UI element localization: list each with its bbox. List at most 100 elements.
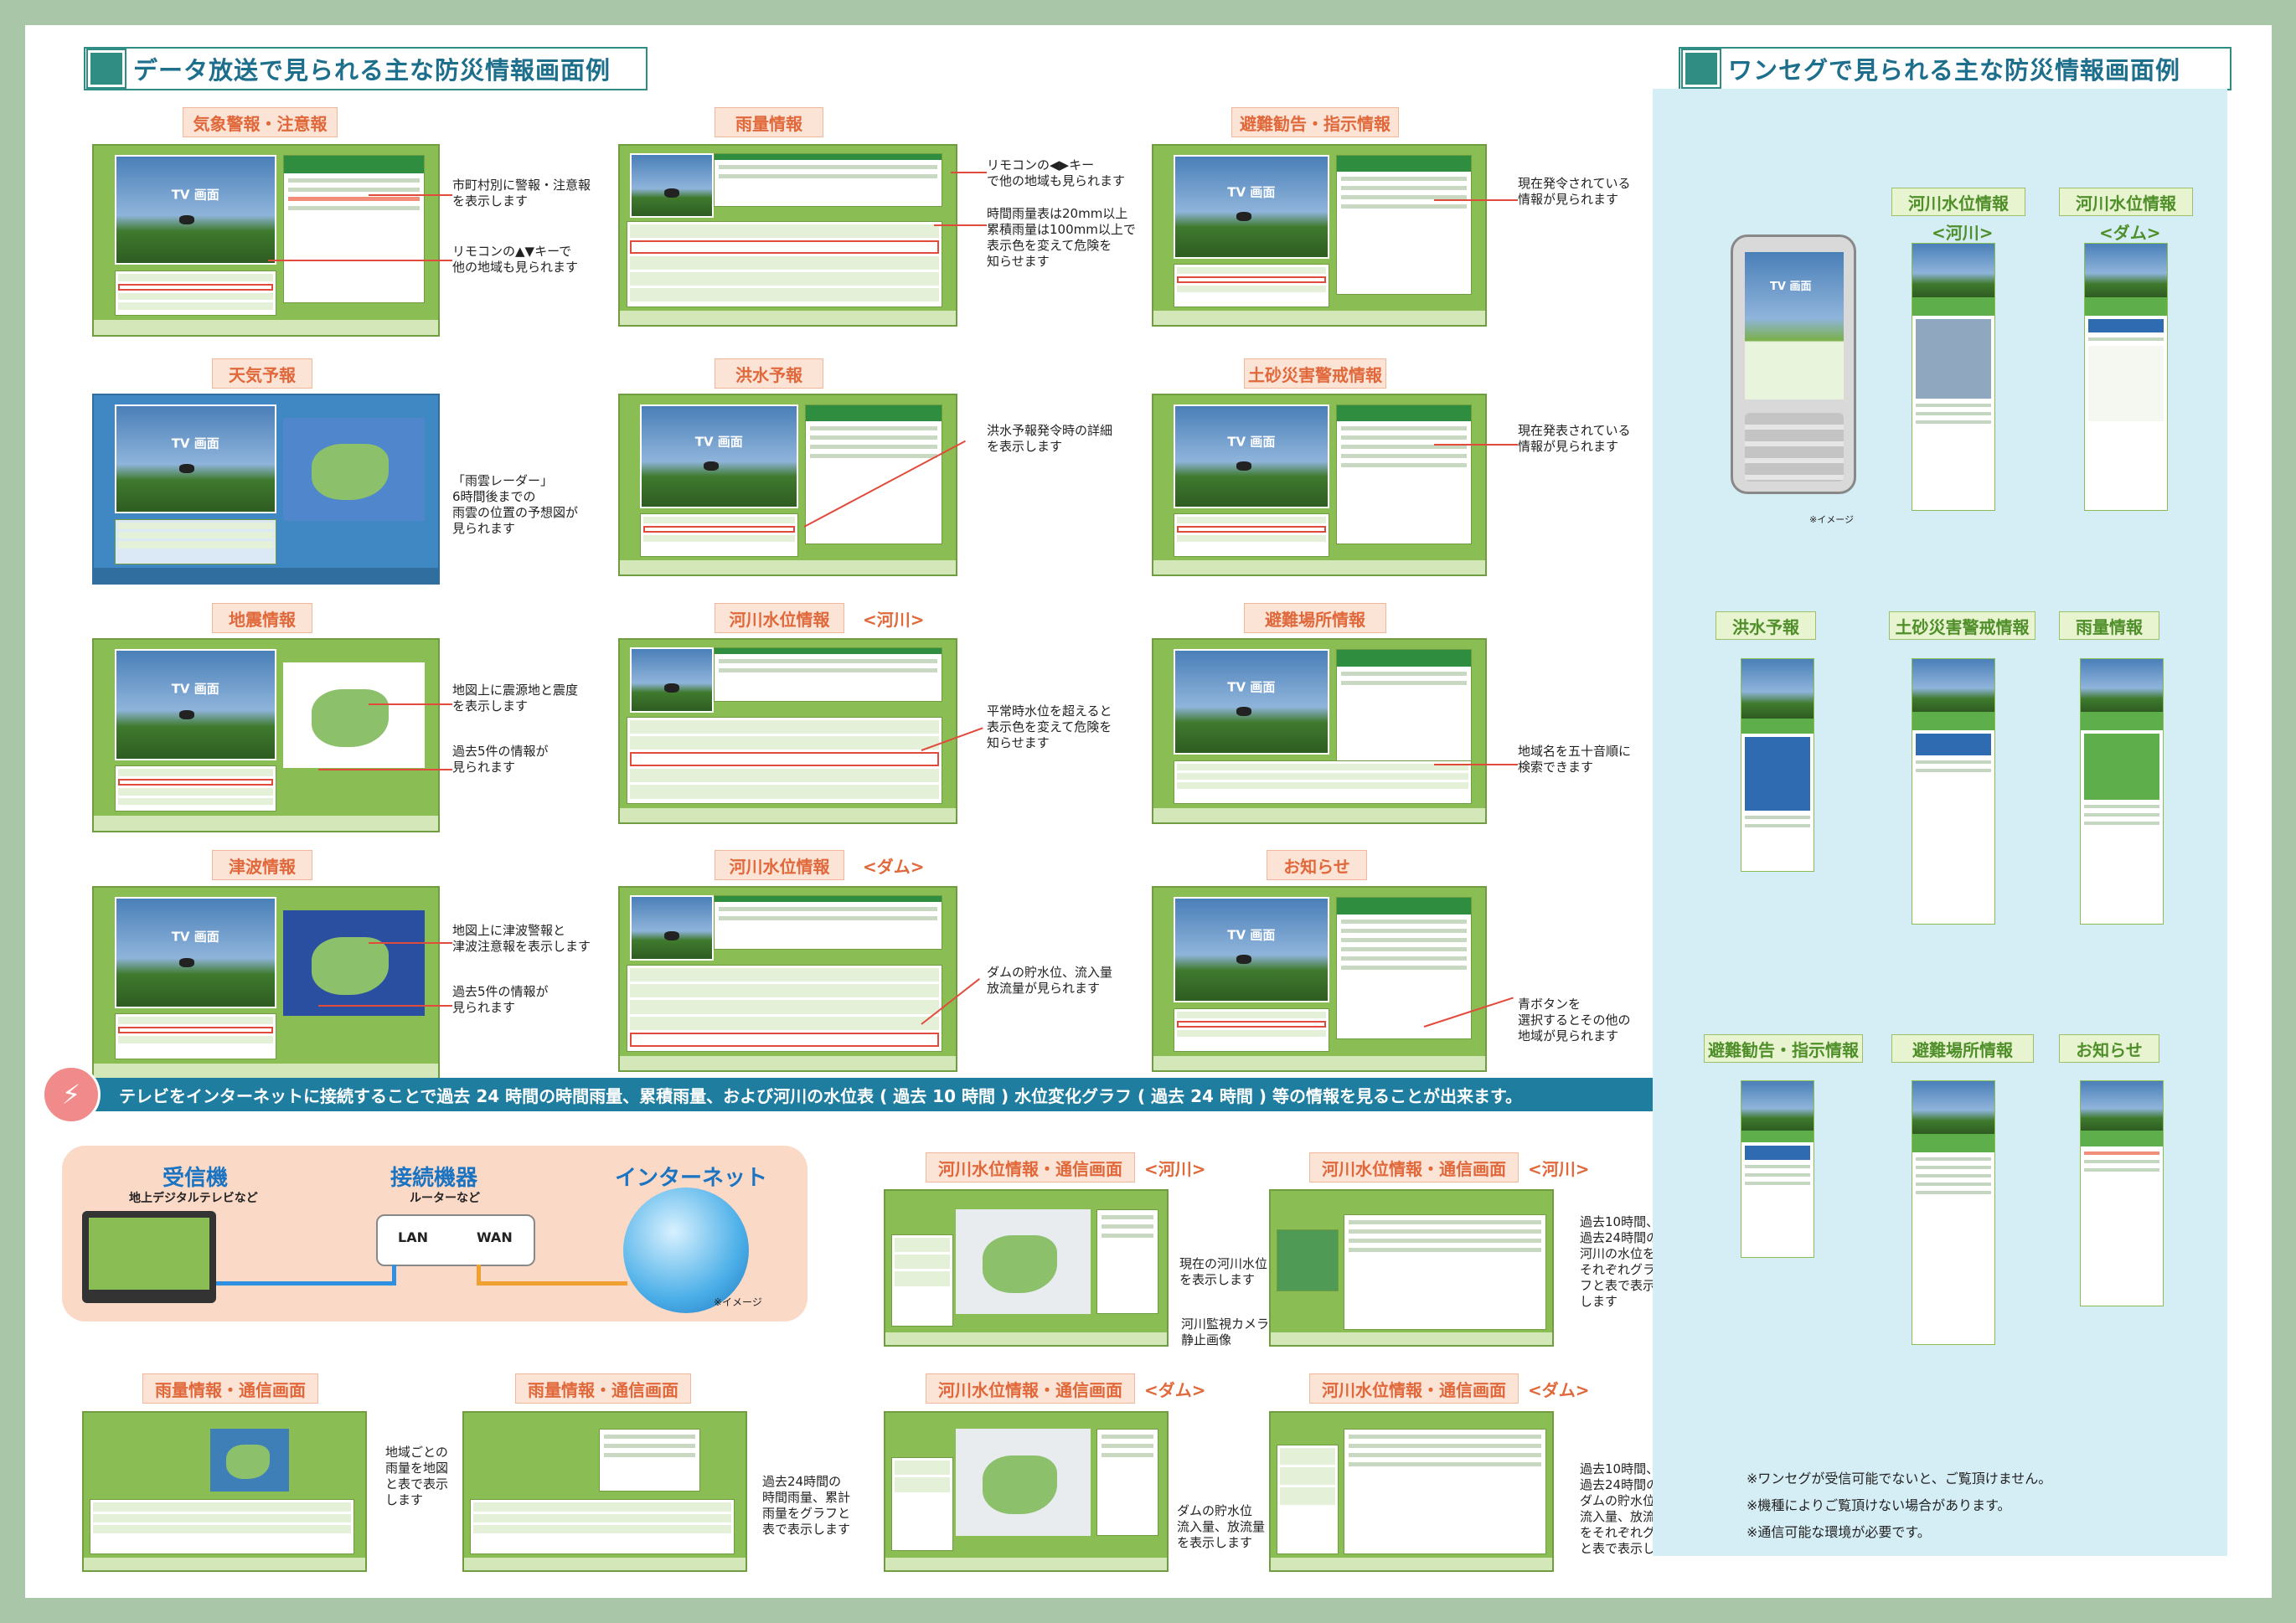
label-kisho: 気象警報・注意報 <box>183 107 338 137</box>
tv-video: TV 画面 <box>640 404 798 508</box>
label-kasen-comm-1: 河川水位情報・通信画面 <box>926 1152 1135 1182</box>
rain-map <box>210 1428 290 1492</box>
rain-graph <box>599 1428 701 1492</box>
callout-dam: ダムの貯水位流入量、放流量を表示します <box>1177 1503 1266 1550</box>
callout-uryo-graph: 過去24時間の時間雨量、累計雨量をグラフと表で表示します <box>762 1474 851 1537</box>
tv-video: TV 画面 <box>1173 154 1329 259</box>
callout-tenki-1: 「雨雲レーダー」6時間後までの雨雲の位置の予想図が見られます <box>452 473 579 536</box>
tv-video <box>630 152 715 218</box>
tv-screen-uryo-comm-1 <box>82 1411 367 1572</box>
label-uryo-comm-1: 雨量情報・通信画面 <box>142 1373 318 1404</box>
tv-video: TV 画面 <box>114 404 276 514</box>
oneseg-screen-uryo <box>2080 658 2164 925</box>
tv-list <box>1173 760 1473 805</box>
tv-screen-dam <box>618 886 957 1072</box>
callout-kozui-1: 洪水予報発令時の詳細を表示します <box>987 423 1113 454</box>
tv-list <box>890 1234 953 1327</box>
tsunami-map <box>283 910 425 1016</box>
tv-screen-kisho: TV 画面 <box>92 144 440 337</box>
tv-screen-kasen-comm-2 <box>1269 1189 1554 1347</box>
lightning-icon: ⚡ <box>42 1065 101 1124</box>
oneseg-sub-dam: <ダム> <box>2099 223 2161 243</box>
label-kasen-comm-4: 河川水位情報・通信画面 <box>1309 1373 1519 1404</box>
callout-dosha-1: 現在発表されている情報が見られます <box>1518 423 1631 454</box>
tv-monitor-icon <box>82 1211 216 1303</box>
tv-video <box>630 647 715 714</box>
oneseg-screen-hinan <box>1741 1080 1814 1258</box>
label-hinan: 避難勧告・指示情報 <box>1231 107 1399 137</box>
tv-list <box>890 1456 953 1552</box>
oneseg-screen-hinanjo <box>1912 1080 1995 1345</box>
tv-list <box>114 765 276 812</box>
callout-uryo-map: 地域ごとの雨量を地図と表で表示します <box>385 1445 449 1507</box>
callout-dam-1: ダムの貯水位、流入量放流量が見られます <box>987 965 1113 996</box>
dam-map <box>956 1428 1091 1536</box>
tv-video <box>630 894 715 961</box>
oneseg-label-dam: 河川水位情報 <box>2059 188 2193 216</box>
callout-kasen-graph: 過去10時間、過去24時間の河川の水位をそれぞれグラフと表で表示します <box>1580 1214 1659 1309</box>
tv-info-panel <box>283 155 425 303</box>
oneseg-screen-dam <box>2084 243 2168 511</box>
quake-map <box>283 662 425 768</box>
tv-screen-tenki: TV 画面 <box>92 394 440 585</box>
river-map <box>956 1209 1091 1315</box>
suffix-kasen-comm-3: <ダム> <box>1144 1380 1206 1400</box>
tv-table <box>469 1499 735 1555</box>
globe-icon <box>623 1188 749 1313</box>
label-tenki: 天気予報 <box>212 358 312 389</box>
tv-screen-kasen-comm-4 <box>1269 1411 1554 1572</box>
callout-jishin-2: 過去5件の情報が見られます <box>452 744 549 775</box>
tv-screen-oshirase: TV 画面 <box>1152 886 1487 1072</box>
tv-menu <box>114 518 276 564</box>
phone-illustration: TV 画面 <box>1731 234 1856 494</box>
tv-info-panel <box>714 152 942 207</box>
label-kasen-dam: 河川水位情報 <box>715 850 844 880</box>
tv-screen-tsunami: TV 画面 <box>92 886 440 1080</box>
oneseg-screen-kasen <box>1912 243 1995 511</box>
tv-video: TV 画面 <box>1173 404 1329 508</box>
river-camera <box>1276 1229 1339 1291</box>
diagram-image-note: ※イメージ <box>714 1296 762 1308</box>
callout-kisho-2: リモコンの▲▼キーで他の地域も見られます <box>452 244 579 275</box>
tv-list <box>114 1013 276 1060</box>
label-kasen: 河川水位情報 <box>715 603 844 633</box>
tv-list <box>1173 1007 1329 1053</box>
header-square-icon <box>1681 49 1721 89</box>
callout-oshirase-1: 青ボタンを選択するとその他の地域が見られます <box>1518 997 1631 1043</box>
oneseg-screen-oshirase <box>2080 1080 2164 1306</box>
tv-screen-hinanjo: TV 画面 <box>1152 638 1487 824</box>
callout-jishin-1: 地図上に震源地と震度を表示します <box>452 683 579 714</box>
tv-info-panel <box>714 894 942 951</box>
oneseg-sub-kasen: <河川> <box>1932 223 1994 243</box>
tv-list <box>114 270 276 317</box>
dam-graph <box>1344 1428 1547 1555</box>
callout-kasen-now: 現在の河川水位を表示します <box>1179 1256 1268 1287</box>
tv-video: TV 画面 <box>114 649 276 760</box>
oneseg-label-oshirase: お知らせ <box>2059 1034 2159 1063</box>
tv-video: TV 画面 <box>1173 896 1329 1003</box>
data-broadcast-header: データ放送で見られる主な防災情報画面例 <box>84 47 648 90</box>
tv-table <box>627 220 942 307</box>
label-hinanjo: 避難場所情報 <box>1244 603 1386 633</box>
tv-list <box>1276 1444 1339 1555</box>
label-oshirase: お知らせ <box>1267 850 1367 880</box>
data-broadcast-title: データ放送で見られる主な防災情報画面例 <box>133 56 611 85</box>
oneseg-notes: ※ワンセグが受信可能でないと、ご覧頂けません。 ※機種によりご覧頂けない場合があ… <box>1747 1471 2052 1540</box>
oneseg-label-hinanjo: 避難場所情報 <box>1891 1034 2034 1063</box>
tv-video: TV 画面 <box>1173 648 1329 755</box>
tv-info-panel <box>714 647 942 703</box>
device-title: 接続機器 <box>390 1166 478 1191</box>
tv-table <box>627 964 942 1053</box>
label-kozui: 洪水予報 <box>715 358 823 389</box>
tv-screen-kasen-comm-1 <box>884 1189 1169 1347</box>
oneseg-screen-kozui <box>1741 658 1814 872</box>
tv-screen-kasen-comm-3 <box>884 1411 1169 1572</box>
label-uryo: 雨量情報 <box>715 107 823 137</box>
label-dam-suffix: <ダム> <box>863 857 925 877</box>
tv-info-panel <box>1335 154 1473 295</box>
label-kasen-comm-2: 河川水位情報・通信画面 <box>1309 1152 1519 1182</box>
tv-info-panel <box>804 404 942 544</box>
callout-kasen-1: 平常時水位を超えると表示色を変えて危険を知らせます <box>987 703 1112 750</box>
